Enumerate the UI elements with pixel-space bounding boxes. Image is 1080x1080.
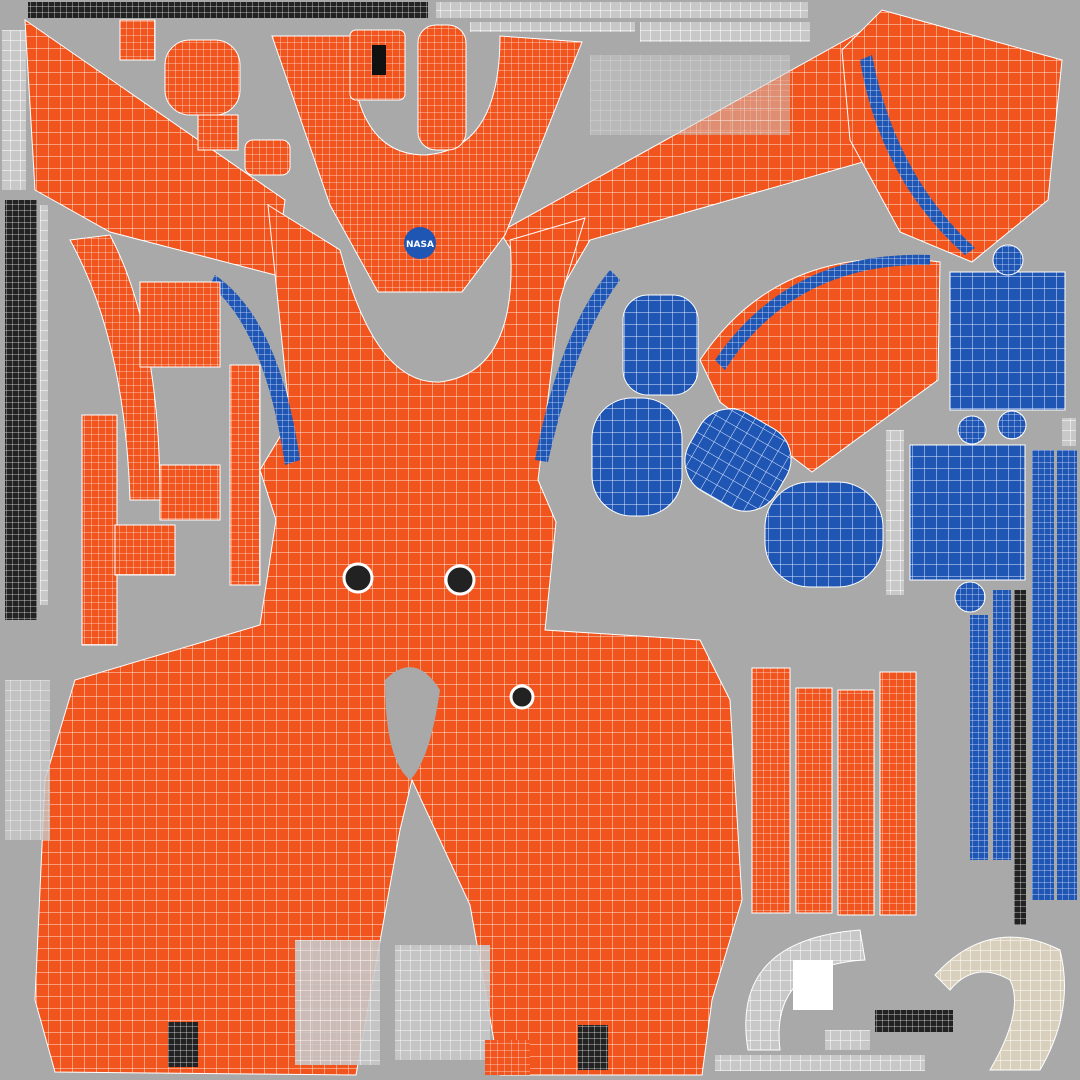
blue-trim-right — [535, 270, 620, 462]
hood-panel — [841, 9, 1063, 263]
sole-black-strip — [875, 1010, 953, 1032]
left-strip-thin — [40, 205, 48, 605]
leg-patch-left — [168, 1022, 198, 1067]
bottom-white-strip — [715, 1055, 925, 1071]
blue-disc-2 — [957, 415, 987, 445]
blue-strip-1 — [970, 615, 988, 860]
blue-pad-2 — [591, 397, 683, 517]
top-strip-left — [28, 2, 428, 18]
sole-small — [825, 1030, 870, 1050]
blue-disc-3 — [997, 410, 1027, 440]
blue-disc — [992, 244, 1024, 276]
connector-ring-lower — [509, 684, 535, 710]
black-strip — [1014, 590, 1026, 925]
small-panel-2 — [114, 524, 176, 576]
sole-label-patch — [793, 960, 833, 1010]
blue-panel-1 — [949, 271, 1066, 411]
small-panel — [159, 464, 221, 521]
blue-trim-left — [210, 275, 300, 465]
nasa-logo-text: NASA — [406, 240, 434, 250]
right-band — [229, 364, 261, 586]
sole-arc-beige — [934, 936, 1065, 1071]
small-parts-left — [5, 680, 50, 840]
connector-ring-left — [342, 562, 374, 594]
blue-pad-3 — [684, 408, 792, 512]
blue-disc-4 — [954, 581, 986, 613]
pocket-panel — [139, 281, 221, 368]
white-strip — [886, 430, 904, 595]
blue-pad-1 — [622, 294, 699, 396]
connector-ring-right — [444, 564, 476, 596]
shoulder-blue-band — [715, 254, 930, 370]
sole-arc-white — [745, 929, 866, 1051]
small-pad-2 — [197, 114, 239, 151]
nasa-logo — [404, 227, 436, 259]
left-sleeve — [24, 19, 286, 276]
orange-strip-2 — [795, 687, 833, 914]
small-parts-orange — [485, 1040, 530, 1075]
blue-pad-4 — [764, 481, 884, 588]
orange-strip-4 — [879, 671, 917, 916]
small-pad-3 — [244, 139, 291, 176]
crotch-cutout — [385, 667, 440, 780]
orange-strip-3 — [837, 689, 875, 916]
blue-strip-4 — [1057, 450, 1077, 900]
left-strip-black — [5, 200, 37, 620]
blue-strip-2 — [993, 590, 1011, 860]
blue-strip-3 — [1032, 450, 1054, 900]
small-parts-top — [590, 55, 790, 135]
small-parts-blue-cluster — [295, 940, 380, 1065]
small-pad — [164, 39, 241, 116]
top-strip-small — [470, 22, 635, 32]
small-piece — [119, 19, 156, 61]
leg-patch-right — [578, 1025, 608, 1070]
white-strip-2 — [1062, 418, 1076, 446]
top-strip-small-2 — [640, 22, 810, 42]
orange-strip-1 — [751, 667, 791, 914]
left-band — [81, 414, 118, 646]
left-small-parts — [2, 30, 26, 190]
hood-blue-band — [860, 55, 975, 255]
neck-piece-2 — [417, 24, 467, 151]
neck-zipper-patch — [372, 45, 386, 75]
small-parts-red-cluster — [395, 945, 490, 1060]
top-strip-right — [436, 2, 808, 18]
blue-panel-2 — [909, 444, 1026, 581]
